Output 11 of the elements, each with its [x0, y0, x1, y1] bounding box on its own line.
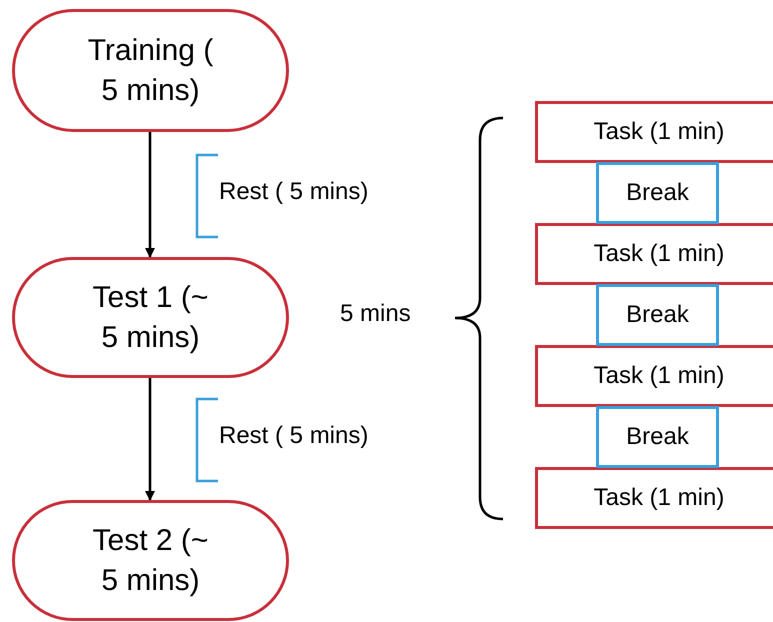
arrow — [145, 378, 155, 501]
terminal-pill: Test 1 (~ 5 mins) — [12, 257, 289, 378]
break-box: Break — [596, 162, 719, 224]
break-box: Break — [596, 284, 719, 346]
terminal-pill: Training ( 5 mins) — [12, 9, 289, 132]
rest-label: Rest ( 5 mins) — [219, 422, 368, 450]
break-box: Break — [596, 406, 719, 468]
rest-label: Rest ( 5 mins) — [219, 178, 368, 206]
terminal-pill: Test 2 (~ 5 mins) — [12, 500, 289, 621]
arrow — [145, 132, 155, 258]
duration-label: 5 mins — [340, 300, 411, 328]
